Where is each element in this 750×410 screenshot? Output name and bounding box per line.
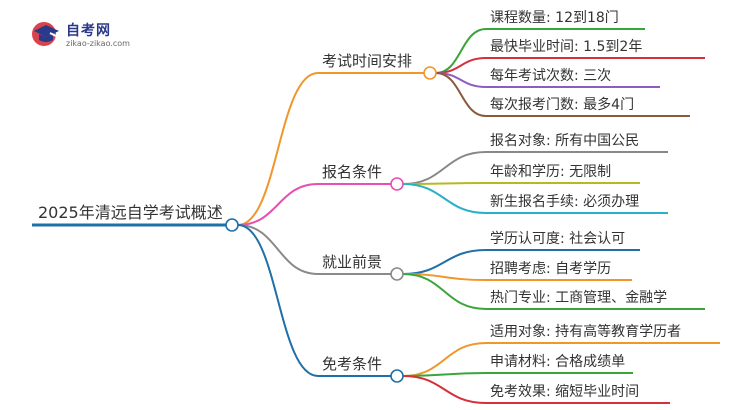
graduation-cap-icon (32, 22, 59, 46)
leaf-label: 报名对象: 所有中国公民 (490, 133, 639, 149)
leaf-label: 新生报名手续: 必须办理 (490, 193, 639, 210)
branch-node-circle[interactable] (390, 369, 404, 383)
root-node-circle[interactable] (225, 218, 239, 232)
leaf-label: 招聘考虑: 自考学历 (490, 261, 611, 277)
branch-link (237, 224, 319, 275)
leaf-link (402, 151, 487, 185)
branch-node-circle[interactable] (423, 66, 437, 80)
branch-label: 就业前景 (322, 253, 382, 271)
root-label: 2025年清远自学考试概述 (38, 203, 223, 222)
leaf-link (402, 182, 487, 185)
branch-link (237, 183, 319, 226)
logo-subtitle: zikao-zikao.com (66, 39, 130, 48)
leaf-label: 年龄和学历: 无限制 (490, 164, 611, 180)
leaf-label: 申请材料: 合格成绩单 (490, 354, 625, 370)
leaf-label: 学历认可度: 社会认可 (490, 231, 625, 247)
leaf-link (435, 72, 487, 117)
leaf-label: 课程数量: 12到18门 (490, 10, 619, 26)
leaf-label: 热门专业: 工商管理、金融学 (490, 290, 667, 306)
branch-label: 免考条件 (322, 355, 382, 373)
branch-link (237, 224, 319, 377)
branch-node-circle[interactable] (390, 177, 404, 191)
leaf-link (402, 342, 487, 377)
leaf-label: 每次报考门数: 最多4门 (490, 96, 634, 113)
leaf-link (402, 375, 487, 404)
leaf-label: 每年考试次数: 三次 (490, 68, 611, 84)
logo-title: 自考网 (66, 23, 111, 39)
branch-label: 报名条件 (322, 163, 382, 181)
leaf-label: 适用对象: 持有高等教育学历者 (490, 323, 681, 340)
leaf-link (402, 183, 487, 214)
branch-node-circle[interactable] (390, 267, 404, 281)
leaf-link (402, 273, 487, 310)
branch-link (237, 72, 319, 226)
leaf-link (402, 249, 487, 275)
branch-label: 考试时间安排 (322, 52, 412, 70)
leaf-label: 免考效果: 缩短毕业时间 (490, 384, 639, 400)
site-logo[interactable] (28, 18, 188, 48)
leaf-label: 最快毕业时间: 1.5到2年 (490, 39, 642, 55)
